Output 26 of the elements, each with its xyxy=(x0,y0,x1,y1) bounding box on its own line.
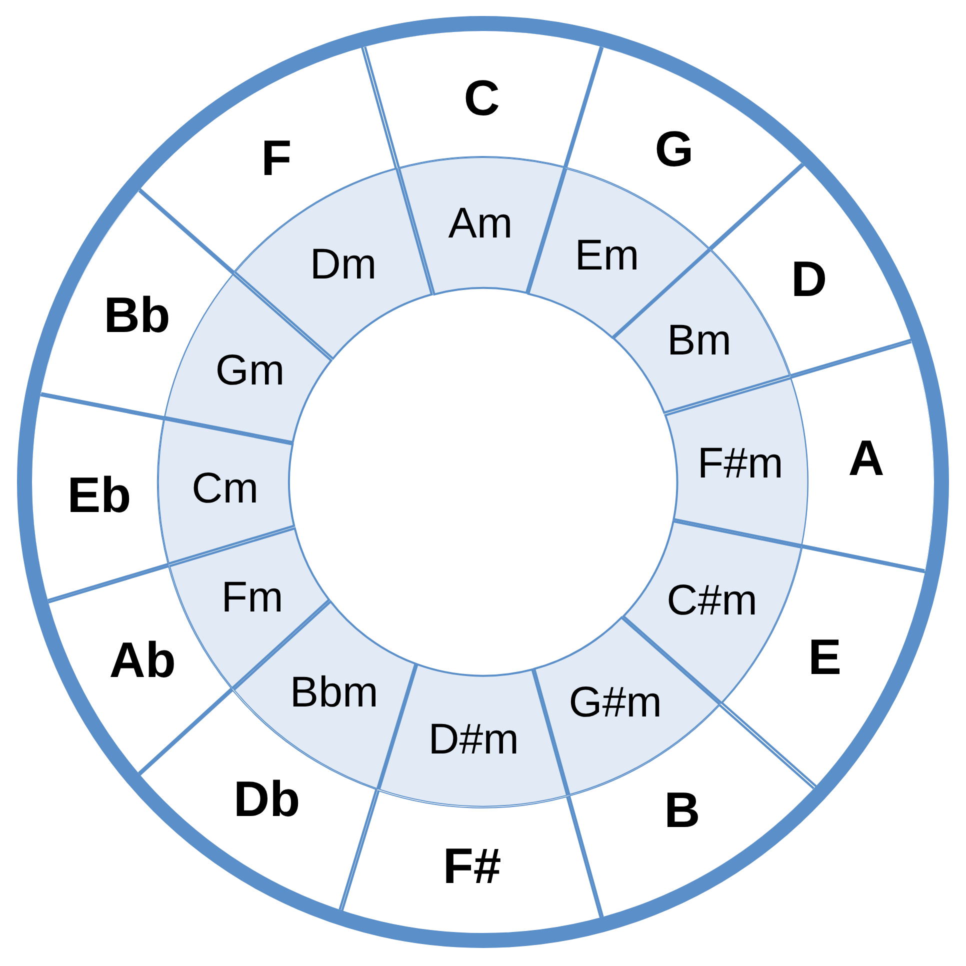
minor-key-label: Am xyxy=(448,202,513,246)
major-key-label: Eb xyxy=(67,470,132,520)
minor-key-label: F#m xyxy=(697,442,784,486)
minor-key-label: Gm xyxy=(215,350,285,393)
major-key-label: D xyxy=(791,254,828,304)
minor-key-label: Fm xyxy=(221,576,284,619)
minor-key-label: D#m xyxy=(428,718,519,762)
major-key-label: C xyxy=(464,73,500,123)
minor-key-segment xyxy=(158,418,296,566)
minor-key-label: G#m xyxy=(568,682,662,725)
major-key-label: F# xyxy=(442,840,502,891)
minor-key-label: Dm xyxy=(310,244,377,287)
major-key-label: F xyxy=(261,133,292,184)
major-key-label: Ab xyxy=(109,634,176,685)
minor-key-label: Cm xyxy=(192,467,259,510)
major-key-label: G xyxy=(654,124,694,174)
minor-key-label: Em xyxy=(574,234,640,278)
major-key-label: B xyxy=(664,785,700,836)
minor-key-label: C#m xyxy=(666,579,758,622)
minor-key-label: Bm xyxy=(666,320,732,363)
major-key-label: Bb xyxy=(104,290,170,340)
major-key-label: E xyxy=(808,632,842,682)
major-key-label: A xyxy=(848,433,884,484)
minor-key-segment xyxy=(664,376,808,546)
minor-key-label: Bbm xyxy=(290,671,378,714)
major-key-label: Db xyxy=(234,774,300,824)
